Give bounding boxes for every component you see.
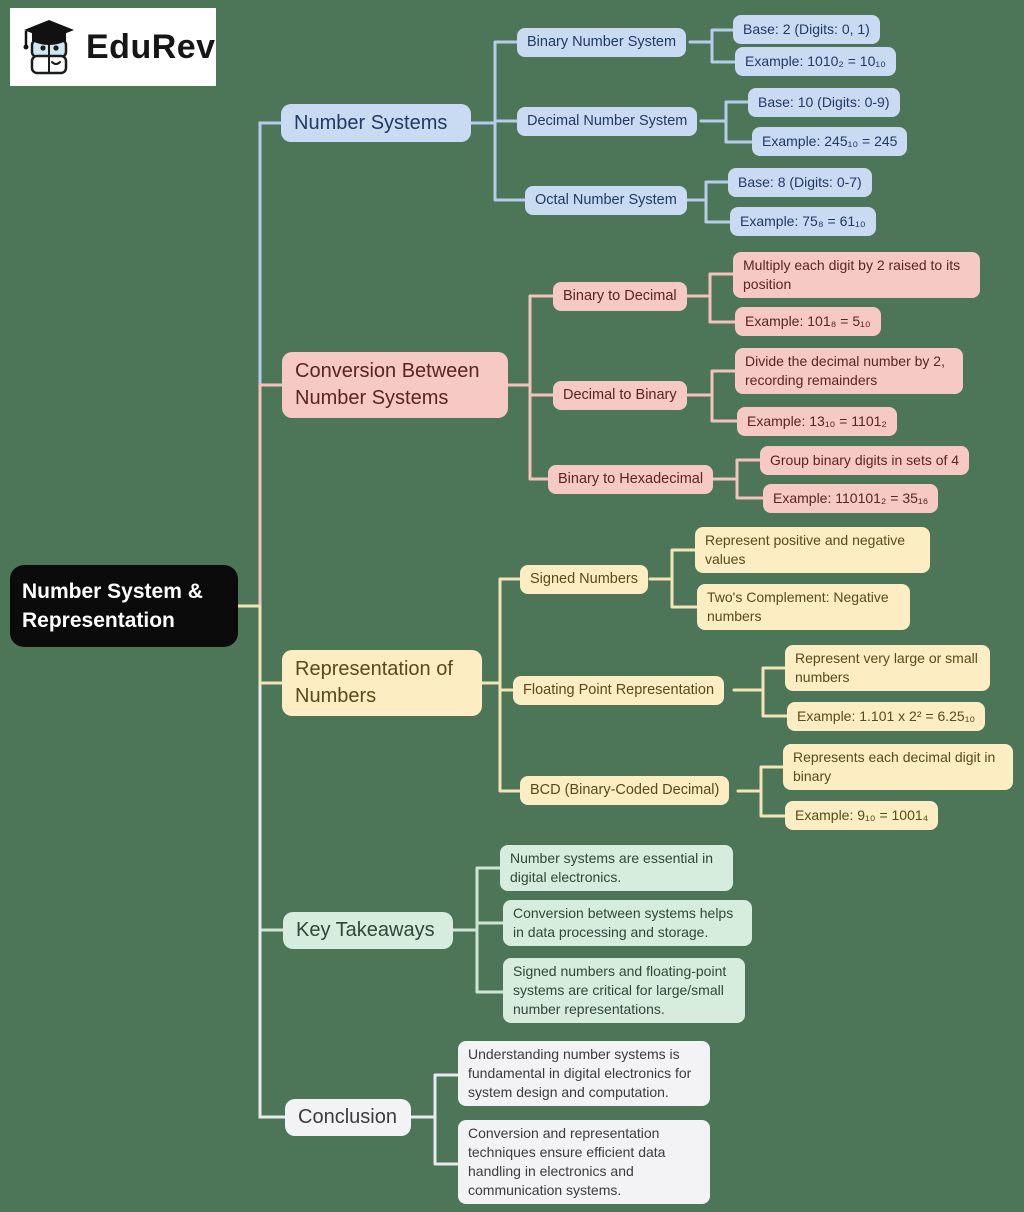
leaf-takeaway-2: Conversion between systems helps in data… [503, 900, 752, 946]
leaf-conclusion-2: Conversion and representation techniques… [458, 1120, 710, 1204]
mascot-icon [18, 12, 80, 83]
node-decimal-to-binary: Decimal to Binary [553, 381, 687, 410]
node-binary-to-decimal: Binary to Decimal [553, 282, 687, 311]
node-octal-number-system: Octal Number System [525, 186, 687, 215]
leaf-takeaway-3: Signed numbers and floating-point system… [503, 958, 745, 1023]
leaf-takeaway-1: Number systems are essential in digital … [500, 845, 733, 891]
root-node: Number System & Representation [10, 565, 238, 647]
leaf-b2h-example: Example: 110101₂ = 35₁₆ [763, 484, 939, 513]
node-signed-numbers: Signed Numbers [520, 565, 648, 594]
leaf-twos-complement: Two's Complement: Negative numbers [697, 584, 910, 630]
leaf-binary-example: Example: 1010₂ = 10₁₀ [735, 47, 896, 76]
node-decimal-number-system: Decimal Number System [517, 107, 698, 136]
leaf-d2b-example: Example: 13₁₀ = 1101₂ [737, 407, 897, 436]
leaf-binary-base: Base: 2 (Digits: 0, 1) [733, 15, 880, 44]
leaf-b2d-example: Example: 101₈ = 5₁₀ [735, 307, 881, 336]
brand-name: EduRev [86, 27, 216, 66]
branch-key-takeaways: Key Takeaways [283, 912, 453, 949]
node-floating-point: Floating Point Representation [513, 676, 725, 705]
leaf-octal-base: Base: 8 (Digits: 0-7) [728, 168, 872, 197]
node-bcd: BCD (Binary-Coded Decimal) [520, 776, 730, 805]
leaf-d2b-rule: Divide the decimal number by 2, recordin… [735, 348, 963, 394]
branch-conversion: Conversion Between Number Systems [282, 352, 508, 418]
leaf-b2d-rule: Multiply each digit by 2 raised to its p… [733, 252, 980, 298]
leaf-bcd-example: Example: 9₁₀ = 1001₄ [785, 801, 939, 830]
edurev-logo: EduRev [10, 8, 216, 86]
branch-conclusion: Conclusion [285, 1099, 411, 1136]
leaf-decimal-example: Example: 245₁₀ = 245 [752, 127, 908, 156]
node-binary-to-hexadecimal: Binary to Hexadecimal [548, 465, 714, 494]
node-binary-number-system: Binary Number System [517, 28, 687, 57]
branch-representation: Representation of Numbers [282, 650, 482, 716]
leaf-decimal-base: Base: 10 (Digits: 0-9) [748, 88, 900, 117]
leaf-conclusion-1: Understanding number systems is fundamen… [458, 1041, 710, 1106]
branch-number-systems: Number Systems [281, 104, 471, 142]
leaf-float-desc: Represent very large or small numbers [785, 645, 990, 691]
leaf-octal-example: Example: 75₈ = 61₁₀ [730, 207, 876, 236]
leaf-signed-desc: Represent positive and negative values [695, 527, 930, 573]
leaf-bcd-desc: Represents each decimal digit in binary [783, 744, 1013, 790]
leaf-b2h-rule: Group binary digits in sets of 4 [760, 446, 970, 475]
leaf-float-example: Example: 1.101 x 2² = 6.25₁₀ [787, 702, 986, 731]
